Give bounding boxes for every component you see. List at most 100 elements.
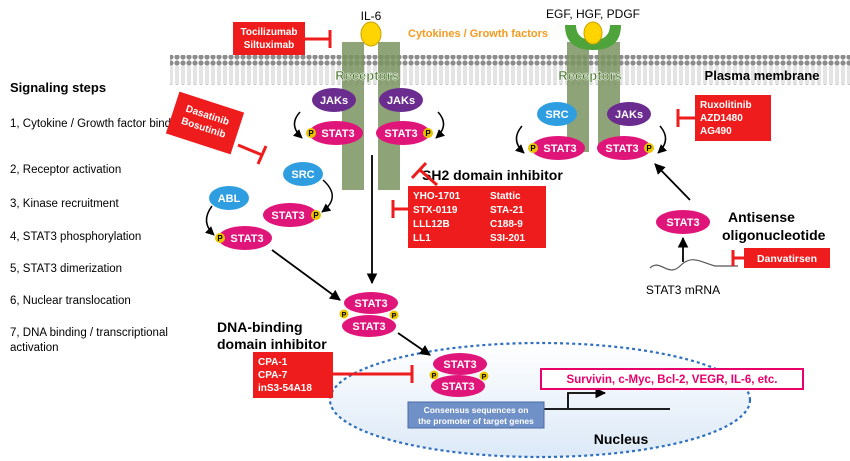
stat3-left-1 — [309, 121, 363, 145]
egf-receptor-right — [598, 42, 620, 152]
svg-text:SRC: SRC — [545, 109, 568, 121]
svg-text:P: P — [482, 374, 487, 381]
step-3: 3, Kinase recruitment — [10, 198, 119, 210]
egf-label: EGF, HGF, PDGF — [546, 7, 640, 21]
signaling-steps-title: Signaling steps — [10, 80, 107, 95]
target-genes-label: Survivin, c-Myc, Bcl-2, VEGR, IL-6, etc. — [567, 374, 778, 386]
stat3-right-1 — [531, 136, 585, 160]
svg-text:JAKs: JAKs — [320, 95, 348, 107]
svg-text:LLL12B: LLL12B — [413, 219, 450, 230]
stat3-nuclear-top — [433, 353, 487, 375]
stat3-left-2 — [376, 121, 430, 145]
ag490-label: AG490 — [700, 126, 732, 137]
svg-text:P: P — [313, 211, 319, 220]
svg-text:P: P — [646, 144, 652, 153]
abl — [209, 186, 249, 210]
svg-text:P: P — [217, 234, 223, 243]
dna-binding-title-1: DNA-binding — [217, 319, 303, 335]
receptors-label-right: Receptors — [558, 68, 622, 83]
svg-text:JAKs: JAKs — [615, 109, 643, 121]
src-inhibitor-box — [165, 91, 245, 155]
dna-binding-title-2: domain inhibitor — [217, 336, 327, 352]
svg-text:Stattic: Stattic — [490, 191, 521, 202]
step-7: 7, DNA binding / transcriptional activat… — [10, 327, 168, 354]
consensus-box — [407, 401, 545, 429]
svg-text:P: P — [392, 313, 397, 320]
svg-text:LL1: LL1 — [413, 233, 431, 244]
svg-text:Consensus sequences on: Consensus sequences on — [424, 405, 529, 415]
step-5: 5, STAT3 dimerization — [10, 263, 123, 275]
svg-text:the promoter of target genes: the promoter of target genes — [418, 416, 534, 426]
antisense-title-2: oligonucleotide — [722, 227, 826, 243]
target-genes-box — [540, 368, 804, 390]
svg-text:STAT3: STAT3 — [321, 128, 354, 140]
il6-label: IL-6 — [361, 9, 382, 23]
svg-text:STAT3: STAT3 — [441, 381, 474, 393]
stat3-mrna-strand — [649, 259, 738, 271]
mrna-label: STAT3 mRNA — [646, 283, 720, 297]
src-right — [537, 102, 577, 126]
svg-text:STAT3: STAT3 — [271, 210, 304, 222]
svg-text:STAT3: STAT3 — [354, 298, 387, 310]
plasma-membrane-label: Plasma membrane — [705, 68, 820, 83]
svg-text:STAT3: STAT3 — [230, 233, 263, 245]
src-left — [283, 162, 323, 186]
svg-text:SRC: SRC — [291, 169, 314, 181]
stat3-right-2 — [597, 136, 651, 160]
svg-text:ABL: ABL — [218, 193, 241, 205]
egf-receptor-cup — [565, 25, 621, 50]
sh2-inhibitor-box — [408, 186, 546, 248]
jak-inhibitor-box — [695, 95, 771, 141]
svg-text:P: P — [432, 373, 437, 380]
step-2: 2, Receptor activation — [10, 164, 122, 176]
svg-text:CPA-1: CPA-1 — [258, 357, 288, 368]
svg-text:STAT3: STAT3 — [352, 321, 385, 333]
nucleus-membrane — [328, 341, 752, 459]
svg-text:STA-21: STA-21 — [490, 205, 524, 216]
siltuximab-label: Siltuximab — [244, 40, 295, 51]
step-4: 4, STAT3 phosphorylation — [10, 231, 142, 243]
egf-ligand — [583, 21, 603, 45]
svg-text:STAT3: STAT3 — [605, 143, 638, 155]
il6-ligand — [360, 21, 382, 47]
azd1480-label: AZD1480 — [700, 113, 743, 124]
egf-receptor-left — [567, 42, 589, 152]
danvatirsen-label: Danvatirsen — [757, 253, 817, 265]
jak-right — [607, 102, 651, 126]
svg-text:STAT3: STAT3 — [543, 143, 576, 155]
stat3-translated — [656, 210, 710, 234]
plasma-membrane — [170, 55, 850, 85]
jak-left-2 — [379, 88, 423, 112]
stat3-src — [263, 203, 317, 227]
stat3-abl — [218, 226, 272, 250]
dna-inhibitor-box — [253, 352, 333, 398]
svg-text:P: P — [530, 144, 536, 153]
receptors-label-left: Receptors — [335, 68, 399, 83]
jak-left-1 — [312, 88, 356, 112]
stat3-dimer-top — [344, 292, 398, 314]
sh2-title: SH2 domain inhibitor — [422, 167, 563, 183]
tocilizumab-label: Tocilizumab — [240, 27, 297, 38]
svg-text:inS3-54A18: inS3-54A18 — [258, 383, 312, 394]
svg-text:STAT3: STAT3 — [384, 128, 417, 140]
step-1: 1, Cytokine / Growth factor binding — [10, 118, 187, 130]
il6-receptor-right — [378, 42, 400, 190]
stat3-nuclear-bottom — [431, 375, 485, 397]
nucleus-label: Nucleus — [594, 431, 649, 447]
svg-text:P: P — [425, 129, 431, 138]
cytokines-label: Cytokines / Growth factors — [408, 28, 548, 40]
antisense-title-1: Antisense — [728, 209, 795, 225]
signaling-steps-panel: Signaling steps 1, Cytokine / Growth fac… — [0, 0, 200, 461]
svg-text:YHO-1701: YHO-1701 — [413, 191, 461, 202]
svg-text:S3I-201: S3I-201 — [490, 233, 525, 244]
svg-text:CPA-7: CPA-7 — [258, 370, 288, 381]
svg-text:STAT3: STAT3 — [443, 359, 476, 371]
antisense-inhibitor-box — [744, 248, 830, 268]
ruxolitinib-label: Ruxolitinib — [700, 100, 752, 111]
step-6: 6, Nuclear translocation — [10, 295, 131, 307]
svg-text:C188-9: C188-9 — [490, 219, 523, 230]
svg-text:P: P — [308, 129, 314, 138]
svg-text:JAKs: JAKs — [387, 95, 415, 107]
il6-receptor-left — [342, 42, 364, 190]
